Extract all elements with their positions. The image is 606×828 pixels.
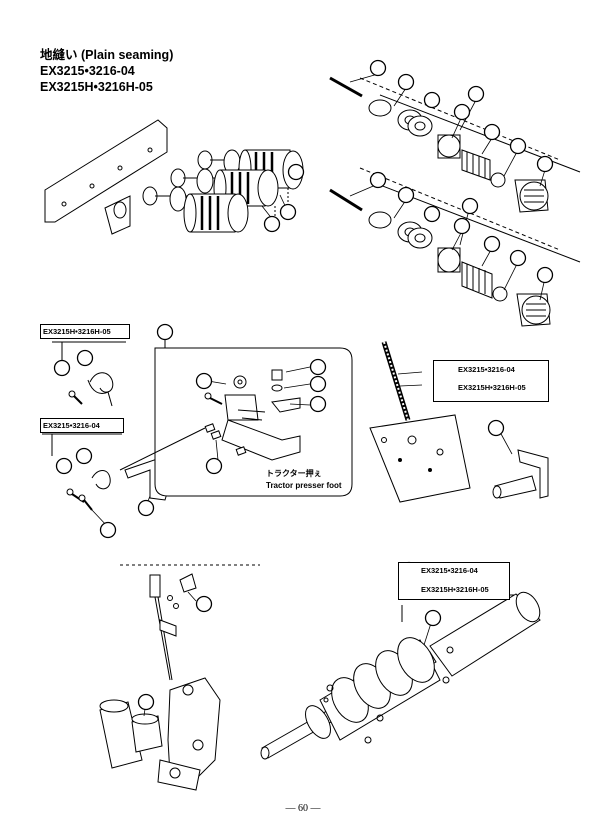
spring-group-h05 — [52, 341, 126, 407]
model-box-24-23: EX3215•3216-04 EX3215H•3216H-05 — [433, 360, 549, 402]
callout-14: 14 — [309, 395, 327, 413]
main-shaft — [260, 591, 541, 760]
model-label-28: EX3215•3216-04 — [421, 566, 478, 575]
tractor-caption-jp: トラクター押ぇ — [266, 469, 322, 478]
callout-15: 15 — [309, 375, 327, 393]
callout-20: 20 — [53, 359, 71, 377]
needle-bar-parts — [120, 564, 260, 681]
model-line-2: EX3215H•3216H-05 — [40, 80, 153, 94]
exploded-row-1 — [329, 76, 581, 213]
callout-8a: 8 — [483, 123, 501, 141]
callout-9b: 9 — [461, 197, 479, 215]
tension-plate-assembly — [44, 119, 304, 235]
callout-17: 17 — [75, 447, 93, 465]
callout-2b: 2 — [287, 163, 305, 181]
callout-16: 16 — [309, 358, 327, 376]
callout-12: 12 — [195, 372, 213, 390]
callout-4a: 4 — [453, 103, 471, 121]
exploded-row-2 — [329, 167, 581, 327]
model-box-h05-left: EX3215H•3216H-05 — [40, 324, 130, 339]
callout-26: 26 — [195, 595, 213, 613]
callout-11: 11 — [156, 323, 174, 341]
callout-6b: 6 — [397, 186, 415, 204]
callout-2a: 2 — [536, 155, 554, 173]
model-box-28-29: EX3215•3216-04 EX3215H•3216H-05 — [398, 562, 510, 600]
callout-3b: 3 — [509, 249, 527, 267]
page-title: 地縫い (Plain seaming) — [40, 48, 174, 62]
callout-9a: 9 — [263, 215, 281, 233]
callout-2c: 2 — [536, 266, 554, 284]
tractor-caption-en: Tractor presser foot — [266, 481, 342, 490]
model-line-1: EX3215•3216-04 — [40, 64, 135, 78]
callout-19a: 19 — [76, 349, 94, 367]
callout-7b: 7 — [369, 171, 387, 189]
model-label-29: EX3215H•3216H-05 — [421, 585, 489, 594]
callout-22: 22 — [99, 521, 117, 539]
model-label-24: EX3215•3216-04 — [458, 365, 515, 374]
callout-10: 10 — [483, 235, 501, 253]
callout-6a: 6 — [397, 73, 415, 91]
screw-and-plate — [369, 341, 549, 503]
callout-21: 21 — [137, 499, 155, 517]
needle-bar-bushing — [99, 677, 221, 791]
callout-4b: 4 — [453, 217, 471, 235]
callout-5a: 5 — [423, 91, 441, 109]
callout-25: 25 — [487, 419, 505, 437]
callout-13: 13 — [205, 457, 223, 475]
model-label-23: EX3215H•3216H-05 — [458, 383, 526, 392]
callout-3a: 3 — [509, 137, 527, 155]
callout-30: 30 — [424, 609, 442, 627]
callout-1b: 1 — [279, 203, 297, 221]
callout-5b: 5 — [423, 205, 441, 223]
model-box-std-left: EX3215•3216-04 — [40, 418, 124, 433]
callout-18: 18 — [55, 457, 73, 475]
page-number: — 60 — — [285, 803, 321, 814]
callout-7a: 7 — [369, 59, 387, 77]
callout-27: 27 — [137, 693, 155, 711]
callout-1a: 1 — [467, 85, 485, 103]
